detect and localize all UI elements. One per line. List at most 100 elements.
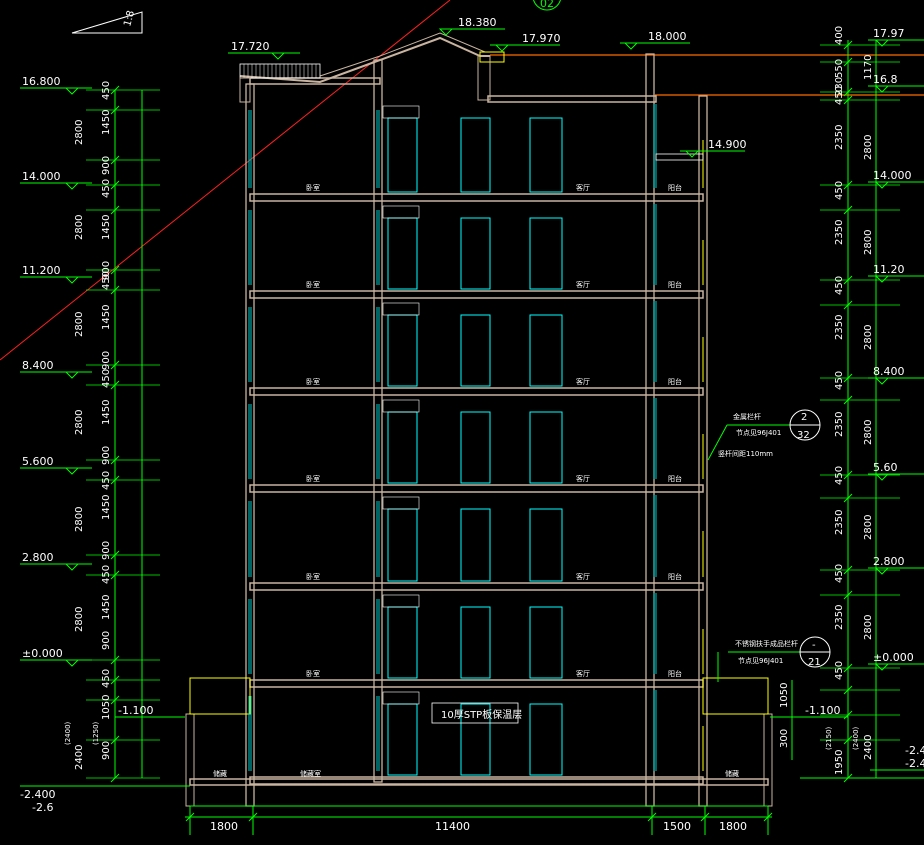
dim-value: 450 <box>101 179 112 198</box>
elevation-label: 8.400 <box>22 359 54 372</box>
basement-room-label: 储藏室 <box>300 769 321 778</box>
dim-value: 900 <box>101 741 112 760</box>
dim-value: 2350 <box>834 605 845 630</box>
dim-slash <box>843 663 853 673</box>
dim-slash <box>843 275 853 285</box>
room-label: 客厅 <box>576 280 590 289</box>
room-label: 卧室 <box>306 280 320 289</box>
dim-value: 2800 <box>863 325 874 350</box>
elevation-triangle <box>874 473 890 481</box>
entry-canopy-right <box>702 677 769 715</box>
room-label: 阳台 <box>668 669 682 678</box>
dim-slash <box>110 695 120 705</box>
lintel <box>382 302 420 316</box>
dim-slash <box>110 180 120 190</box>
door-opening <box>460 703 491 776</box>
dim-value: 2350 <box>834 125 845 150</box>
eave-end <box>239 77 251 103</box>
door-opening <box>460 117 491 193</box>
dim-value: (2150) <box>825 726 833 750</box>
elevation-label: -1.100 <box>805 704 840 717</box>
elevation-triangle <box>874 181 890 189</box>
dim-slash <box>110 285 120 295</box>
slope-symbol: 1:8 <box>71 9 143 34</box>
elevation-label: 5.60 <box>873 461 898 474</box>
dim-slash <box>843 57 853 67</box>
dim-slash <box>110 265 120 275</box>
balcony-canopy <box>655 153 704 161</box>
dim-value: 900 <box>101 541 112 560</box>
dim-value: 450 <box>101 271 112 290</box>
elevation-label: 17.97 <box>873 27 905 40</box>
dim-value: 450 <box>101 565 112 584</box>
dim-slash <box>843 565 853 575</box>
dim-value: 900 <box>101 261 112 280</box>
room-label: 客厅 <box>576 669 590 678</box>
elevation-triangle <box>874 377 890 385</box>
dim-value: 2350 <box>834 315 845 340</box>
floor-slab <box>249 290 704 299</box>
svg-text:不锈钢扶手成品栏杆: 不锈钢扶手成品栏杆 <box>735 639 798 648</box>
dim-slash <box>843 373 853 383</box>
dim-slash <box>110 675 120 685</box>
dim-slash <box>843 710 853 720</box>
dim-slash <box>110 380 120 390</box>
door-opening <box>529 117 563 193</box>
dim-value: 450 <box>101 669 112 688</box>
dim-slash <box>843 493 853 503</box>
dim-value: 450 <box>834 466 845 485</box>
room-label: 阳台 <box>668 280 682 289</box>
dim-value: 450 <box>101 81 112 100</box>
dim-value: 1450 <box>101 305 112 330</box>
dim-slash <box>843 180 853 190</box>
room-label: 阳台 <box>668 377 682 386</box>
dim-value: 2800 <box>74 607 85 632</box>
parapet-wall <box>477 55 491 101</box>
dim-slash <box>843 685 853 695</box>
dim-value: 900 <box>101 631 112 650</box>
dim-slash <box>843 40 853 50</box>
elevation-label: -2.400 <box>20 788 55 801</box>
dim-slash <box>110 550 120 560</box>
dim-slash <box>110 655 120 665</box>
dim-value: 2400 <box>863 735 874 760</box>
dim-value: 11400 <box>435 820 470 833</box>
basement-room-label: 储藏 <box>213 769 227 778</box>
door-opening <box>460 508 491 582</box>
room-label: 客厅 <box>576 377 590 386</box>
dim-slash <box>843 470 853 480</box>
dim-value: 1450 <box>101 215 112 240</box>
svg-text:21: 21 <box>808 657 821 668</box>
dim-slash <box>843 205 853 215</box>
room-label: 卧室 <box>306 669 320 678</box>
svg-text:节点见96J401: 节点见96J401 <box>736 429 781 437</box>
insulation-note: 10厚STP板保温层 <box>431 702 522 724</box>
dim-slash <box>110 155 120 165</box>
dim-slash <box>843 590 853 600</box>
elevation-triangle <box>64 563 80 571</box>
elevation-triangle <box>64 182 80 190</box>
dim-slash <box>110 773 120 783</box>
dim-value: 2800 <box>74 507 85 532</box>
door-opening <box>529 314 563 387</box>
room-label: 客厅 <box>576 183 590 192</box>
elevation-triangle <box>874 663 890 671</box>
dim-value: 1450 <box>101 595 112 620</box>
dim-value: 2800 <box>74 312 85 337</box>
top-elevations: 17.720 18.380 17.970 18.000 14.900 <box>228 16 747 158</box>
elevation-triangle <box>64 87 80 95</box>
svg-text:金属栏杆: 金属栏杆 <box>733 412 761 421</box>
door-opening <box>529 217 563 290</box>
dim-value: 1800 <box>210 820 238 833</box>
dim-slash <box>700 812 710 822</box>
svg-text:2: 2 <box>801 412 807 423</box>
elevation-triangle <box>64 371 80 379</box>
dim-slash <box>647 812 657 822</box>
dim-slash <box>110 455 120 465</box>
dim-slash <box>110 475 120 485</box>
dim-value: 900 <box>101 351 112 370</box>
dim-slash <box>110 85 120 95</box>
dim-slash <box>110 735 120 745</box>
dim-slash <box>843 735 853 745</box>
